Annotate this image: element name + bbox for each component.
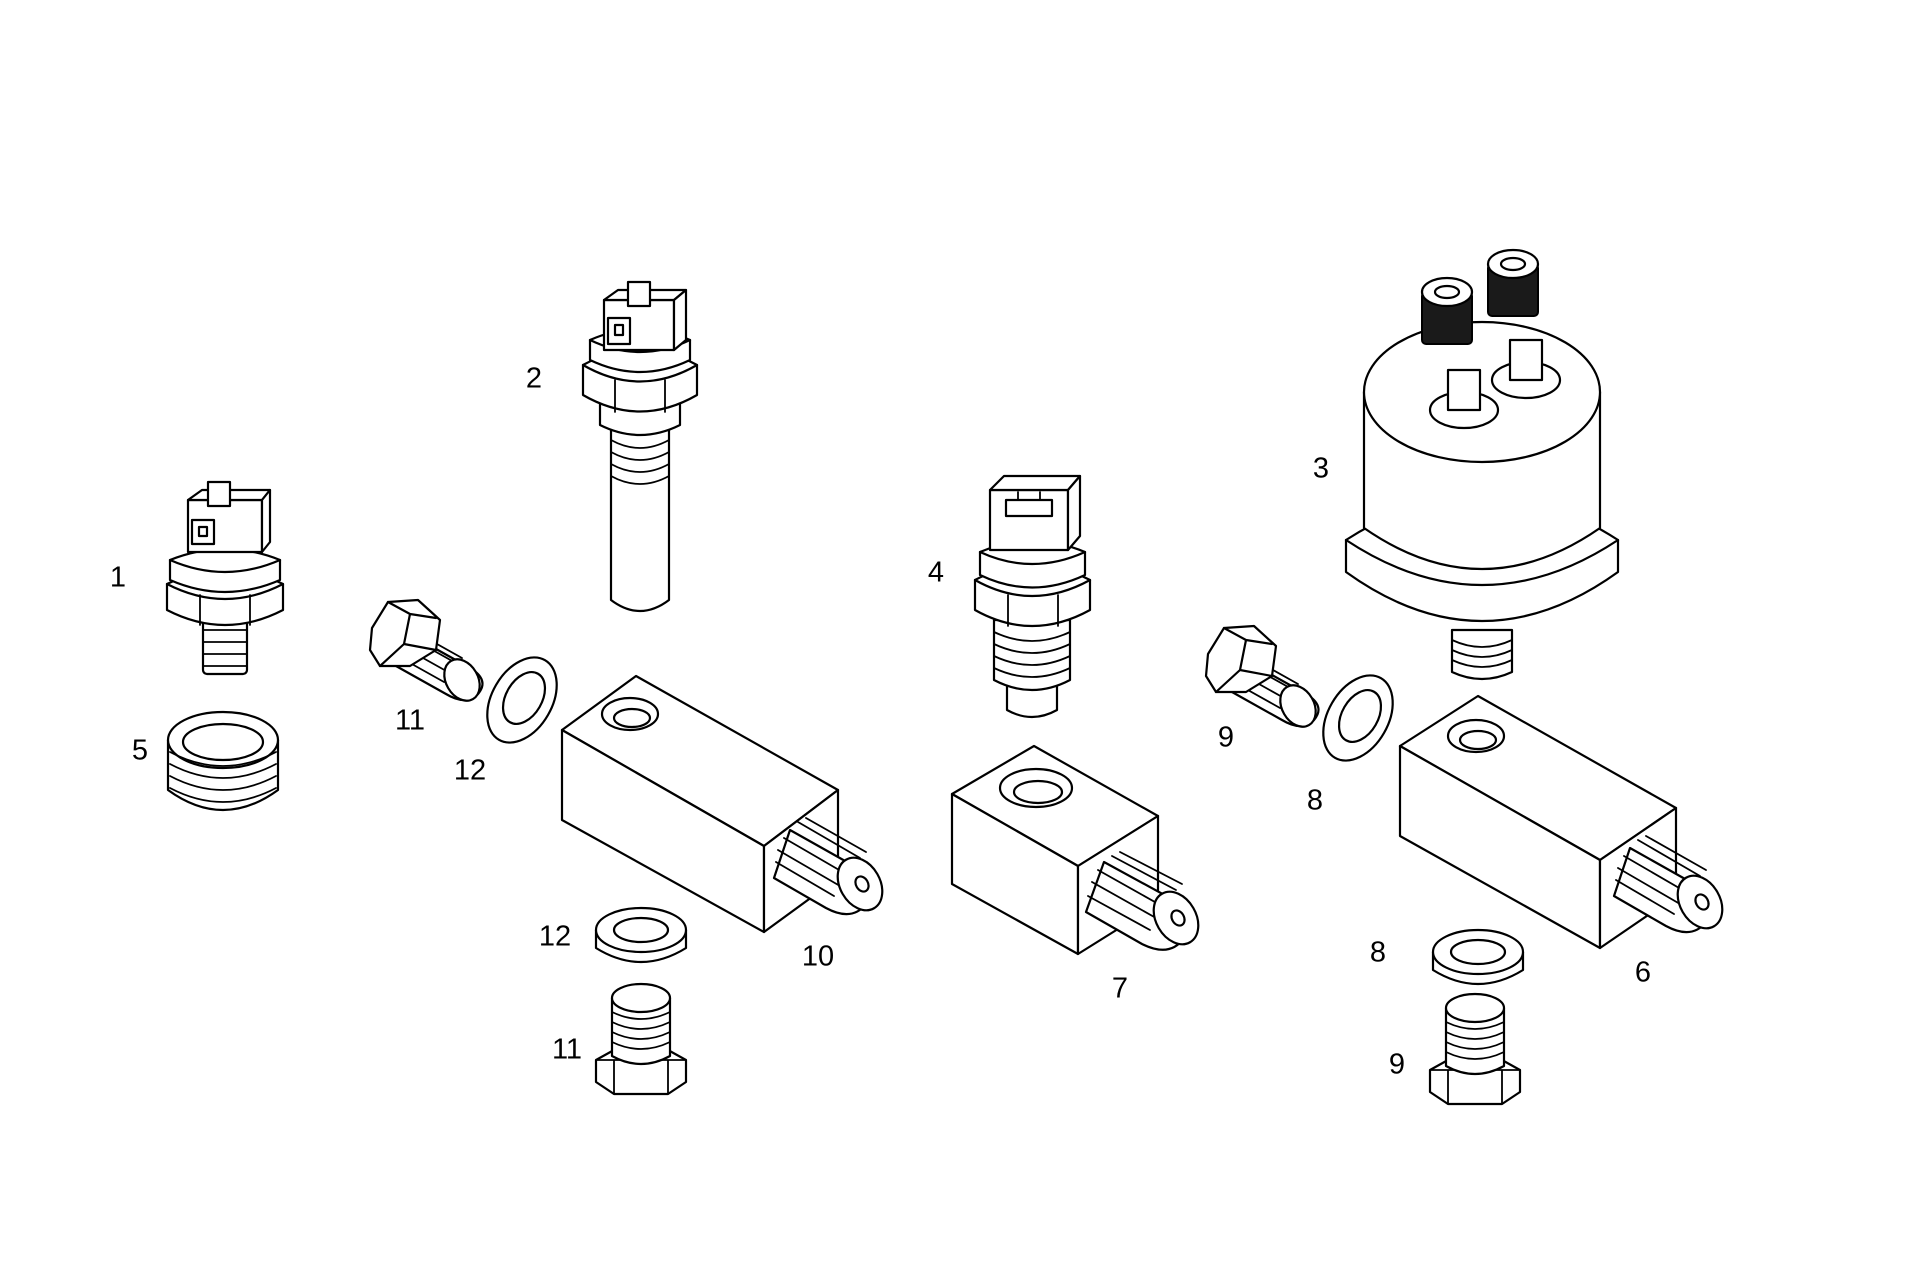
part-8-sealing-washer-upper <box>1322 674 1394 762</box>
part-4-sender-with-connector <box>973 474 1092 719</box>
callout-9-lower: 9 <box>1388 1048 1406 1081</box>
callout-12-lower: 12 <box>538 920 572 953</box>
callout-4: 4 <box>927 556 945 589</box>
callout-2: 2 <box>525 362 543 395</box>
part-12-sealing-washer-lower <box>594 906 688 963</box>
part-11-hex-plug-upper <box>368 598 484 702</box>
callout-11-upper: 11 <box>394 704 426 737</box>
callout-7: 7 <box>1111 972 1129 1005</box>
part-1-pressure-switch <box>165 480 285 676</box>
callout-3: 3 <box>1312 452 1330 485</box>
part-10-long-block-adapter <box>560 674 884 934</box>
part-2-temperature-sensor <box>581 280 699 612</box>
part-9-hex-plug-upper <box>1204 624 1320 728</box>
part-8-sealing-washer-lower <box>1431 928 1525 985</box>
part-6-block-adapter <box>1398 694 1724 950</box>
callout-6: 6 <box>1634 956 1652 989</box>
callout-1: 1 <box>109 561 127 594</box>
callout-9-upper: 9 <box>1217 721 1235 754</box>
callout-5: 5 <box>131 734 149 767</box>
callout-10: 10 <box>801 940 835 973</box>
callout-11-lower: 11 <box>551 1033 583 1066</box>
callout-8-lower: 8 <box>1369 936 1387 969</box>
part-12-sealing-washer-upper <box>486 656 558 744</box>
part-5-threaded-bushing <box>166 710 280 812</box>
callout-8-upper: 8 <box>1306 784 1324 817</box>
part-3-pressure-sender <box>1344 248 1620 681</box>
part-7-short-block-adapter <box>950 744 1200 956</box>
part-11-hex-plug-lower <box>594 982 688 1096</box>
part-9-hex-plug-lower <box>1428 992 1522 1106</box>
callout-12-upper: 12 <box>453 754 487 787</box>
